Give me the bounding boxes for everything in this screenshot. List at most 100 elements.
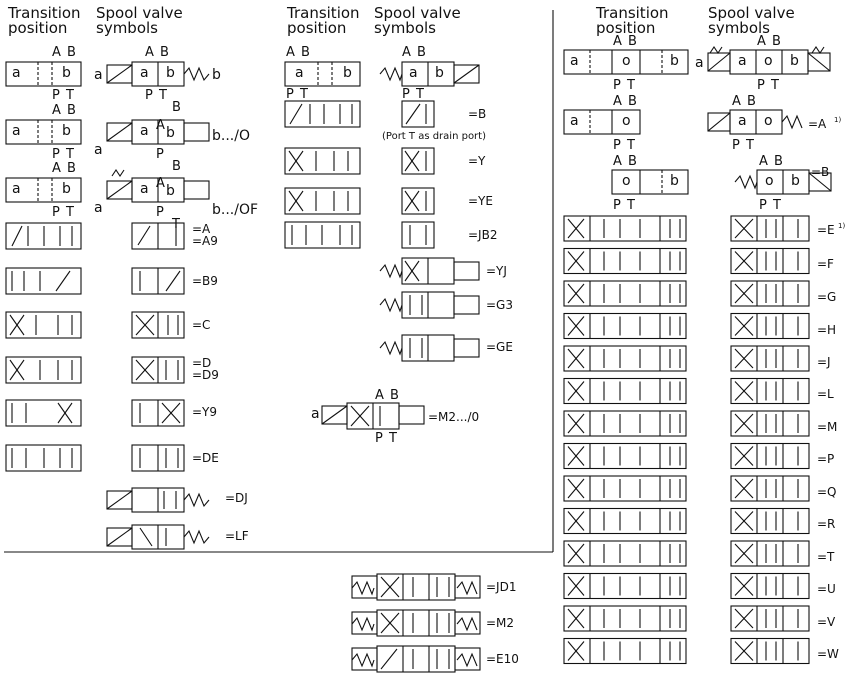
col1-transition-flow-lines — [9, 225, 73, 468]
pos-b: b — [62, 181, 71, 197]
port-pt: P T — [375, 431, 398, 446]
code-U: =U — [817, 582, 836, 596]
col1-spool-symbols — [106, 61, 210, 550]
col3-spool-box — [730, 475, 810, 502]
pos-a: a — [12, 65, 21, 81]
port-pt: P T — [613, 78, 636, 93]
port-pt: P T — [759, 198, 782, 213]
code-G3: =G3 — [486, 298, 513, 312]
pos-a: a — [738, 53, 747, 69]
port-pt: P T — [52, 205, 75, 220]
pos-o: o — [765, 173, 774, 189]
code-B: =B — [468, 107, 487, 121]
header-position-3: position — [596, 19, 656, 37]
header-symbols-2: symbols — [374, 19, 436, 37]
port-ab: A B — [145, 45, 170, 60]
code-YJ: =YJ — [486, 264, 507, 278]
header-position-2: position — [287, 19, 347, 37]
pos-o: o — [622, 53, 631, 69]
pos-a: a — [409, 65, 418, 81]
code-L: =L — [817, 387, 834, 401]
pos-b: b — [62, 65, 71, 81]
bottom-spool-symbols — [351, 573, 481, 673]
code-D: =D — [192, 356, 212, 370]
col3-transition-box — [563, 572, 687, 600]
col3-transition-box — [563, 637, 687, 665]
port-pt: P T — [732, 138, 755, 153]
port-ab: A B — [52, 103, 77, 118]
pos-b: b — [166, 183, 175, 199]
pos-o: o — [622, 113, 631, 129]
pos-a: a — [570, 113, 579, 129]
code-H: =H — [817, 323, 837, 337]
pos-a: a — [94, 67, 103, 83]
pos-b: b — [212, 67, 221, 83]
header-position-1: position — [8, 19, 68, 37]
col2-transition-boxes — [284, 61, 361, 249]
pos-a: a — [295, 65, 304, 81]
code-M: =M — [817, 420, 838, 434]
col3-transition-box — [563, 475, 687, 502]
pos-b: b — [791, 173, 800, 189]
port-b: B — [172, 100, 182, 115]
col3-transition-box — [563, 410, 687, 437]
col3-spool-box — [730, 312, 810, 340]
pos-a: a — [738, 113, 747, 129]
code-P: =P — [817, 452, 835, 466]
code-LF: =LF — [225, 529, 249, 543]
port-ab: A B — [759, 154, 784, 169]
code-Y9: =Y9 — [192, 405, 218, 419]
header-transition-1: Transition — [8, 4, 81, 22]
col3-spool-box — [730, 345, 810, 372]
col3-spool-box — [730, 442, 810, 470]
code-M2: =M2 — [486, 616, 515, 630]
header-symbols-1: symbols — [96, 19, 158, 37]
col3-transition-box — [563, 215, 687, 242]
pos-o: o — [764, 53, 773, 69]
pos-b: b — [670, 53, 679, 69]
superscript-note: 1) — [834, 116, 842, 124]
code-F: =F — [817, 257, 834, 271]
pos-b: b — [670, 173, 679, 189]
port-pt: P T — [757, 78, 780, 93]
code-JB2: =JB2 — [468, 228, 498, 242]
pos-a: a — [695, 55, 704, 71]
pos-b: b — [435, 65, 444, 81]
port-ab: A B — [613, 34, 638, 49]
header-spool-2: Spool valve — [374, 4, 461, 22]
code-A9: =A9 — [192, 234, 218, 248]
code-V: =V — [817, 615, 836, 629]
col3-spool-box — [730, 377, 810, 405]
col3-transition-box — [563, 345, 687, 372]
col3-spool-box — [730, 572, 810, 600]
col3-transition-box — [563, 540, 687, 567]
col3-transition-box — [563, 507, 687, 535]
port-pt: P T — [52, 147, 75, 162]
pos-a: a — [94, 142, 103, 158]
port-pt: P T — [613, 138, 636, 153]
code-C: =C — [192, 318, 211, 332]
port-ab: A B — [613, 154, 638, 169]
header-symbols-3: symbols — [708, 19, 770, 37]
pos-a: a — [140, 123, 149, 139]
pos-b: b — [790, 53, 799, 69]
port-pt: P T — [402, 87, 425, 102]
code-DE: =DE — [192, 451, 219, 465]
col1-transition-boxes — [5, 61, 82, 472]
col3-transition-box — [563, 280, 687, 307]
code-M2-0: =M2.../0 — [428, 410, 480, 424]
port-ab: A B — [613, 94, 638, 109]
pos-a: a — [12, 123, 21, 139]
port-t: T — [172, 217, 181, 232]
port-p: P — [156, 147, 165, 162]
code-J: =J — [817, 355, 831, 369]
pos-a: a — [570, 53, 579, 69]
col3-spool-box — [730, 410, 810, 437]
pos-a: a — [140, 181, 149, 197]
pos-a: a — [12, 181, 21, 197]
code-W: =W — [817, 647, 839, 661]
pos-a: a — [140, 65, 149, 81]
col3-transition-boxes — [563, 49, 689, 195]
port-ab: A B — [375, 388, 400, 403]
header-transition-3: Transition — [596, 4, 669, 22]
